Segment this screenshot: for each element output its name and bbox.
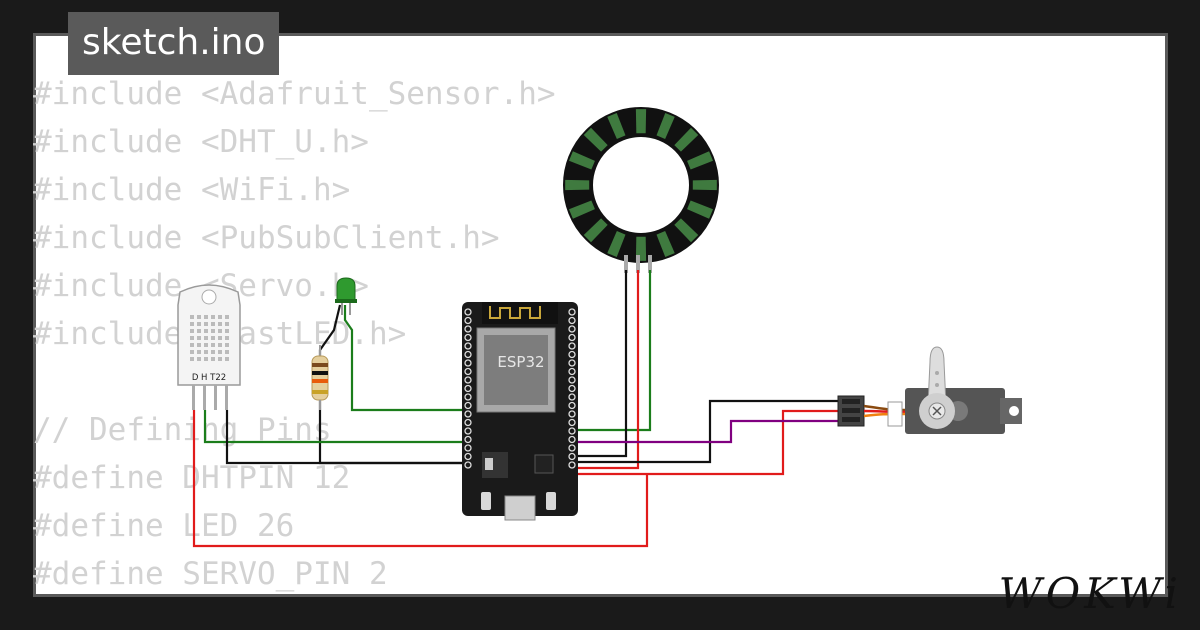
esp32-pin-headers [464, 308, 576, 469]
code-line: #include <PubSubClient.h> [33, 220, 500, 256]
ring-pixel [674, 218, 699, 243]
ring-pixel [656, 231, 675, 258]
ring-data-wire [573, 270, 652, 432]
ring-pixel [692, 179, 717, 191]
ring-pixel [635, 109, 647, 134]
dht-vent-grid [190, 315, 229, 361]
dht-data-wire [203, 410, 468, 444]
ring-pixel [568, 151, 595, 170]
ring-pixel [635, 236, 647, 261]
code-line: #include <WiFi.h> [33, 172, 351, 208]
esp32-board[interactable]: ESP32 [462, 302, 578, 521]
servo-gnd-wire [573, 399, 838, 464]
ring-pixel [687, 151, 714, 170]
ring-pixel [583, 218, 608, 243]
servo-signal-wire [573, 419, 838, 444]
wokwi-logo: WOKWi [998, 569, 1182, 618]
code-line: #include <Adafruit_Sensor.h> [33, 76, 556, 112]
ring-gnd-wire [573, 270, 628, 458]
ring-pixel [656, 112, 675, 139]
wires [192, 270, 838, 548]
file-tab-label: sketch.ino [82, 22, 266, 63]
dht-gnd-wire [225, 410, 468, 465]
neopixel-ring[interactable] [563, 107, 719, 273]
code-line: // Defining Pins [33, 412, 332, 448]
resistor-wire [318, 304, 468, 465]
ring-pixel [568, 200, 595, 219]
code-line: #define DHTPIN 12 [33, 460, 351, 496]
ring-pixel [583, 127, 608, 152]
code-line: #define SERVO_PIN 2 [33, 556, 388, 592]
dht-vcc-wire [192, 410, 649, 548]
ring-pixel [674, 127, 699, 152]
file-tab[interactable]: sketch.ino [68, 12, 280, 75]
dht-label: D H T22 [192, 373, 226, 383]
servo-motor[interactable] [837, 346, 1022, 434]
ring-pixel [687, 200, 714, 219]
resistor[interactable] [311, 345, 329, 410]
ring-vcc-wire [573, 270, 640, 470]
led-wire [343, 305, 468, 412]
ring-pixel [565, 179, 590, 191]
ring-pixels [565, 109, 717, 261]
dht22-sensor[interactable]: D H T22 [177, 284, 241, 410]
ring-pixel [607, 231, 626, 258]
green-led[interactable] [335, 277, 357, 315]
esp32-label: ESP32 [497, 353, 544, 371]
code-line: #define LED 26 [33, 508, 295, 544]
servo-vcc-wire [573, 409, 838, 476]
ring-pixel [607, 112, 626, 139]
code-line: #include <DHT_U.h> [33, 124, 369, 160]
